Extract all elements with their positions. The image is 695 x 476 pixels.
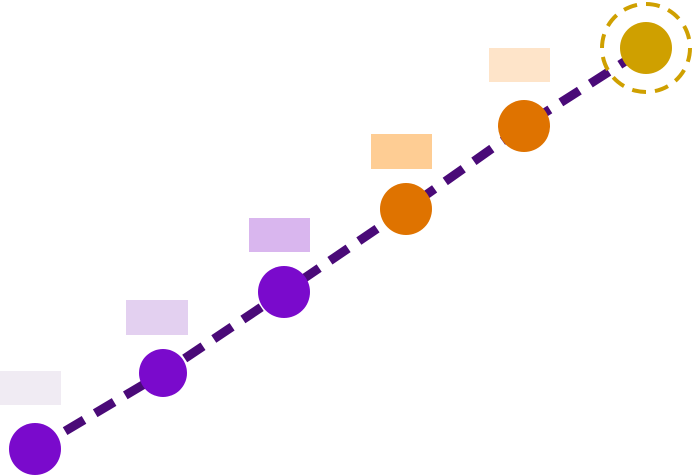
step-label-box-5 — [489, 48, 550, 82]
step-label-box-1 — [0, 371, 61, 405]
step-circle-2 — [139, 349, 187, 397]
step-label-box-3 — [249, 218, 310, 252]
step-label-2 — [126, 300, 188, 335]
step-node-4 — [380, 183, 432, 235]
step-node-2 — [139, 349, 187, 397]
step-label-box-4 — [371, 134, 432, 169]
step-circle-5 — [498, 100, 550, 152]
step-label-4 — [371, 134, 432, 169]
step-circle-1 — [9, 423, 61, 475]
step-circle-3 — [258, 266, 310, 318]
highlight-ring — [600, 2, 692, 94]
step-label-1 — [0, 371, 61, 405]
step-circle-6 — [620, 22, 672, 74]
label-layer — [0, 48, 550, 405]
step-label-5 — [489, 48, 550, 82]
step-node-5 — [498, 100, 550, 152]
node-layer — [9, 2, 692, 475]
step-label-box-2 — [126, 300, 188, 335]
step-label-3 — [249, 218, 310, 252]
step-circle-4 — [380, 183, 432, 235]
step-node-6 — [600, 2, 692, 94]
step-node-3 — [258, 266, 310, 318]
connector-layer — [32, 44, 649, 453]
step-node-1 — [9, 423, 61, 475]
dashed-connector-line — [32, 44, 649, 453]
